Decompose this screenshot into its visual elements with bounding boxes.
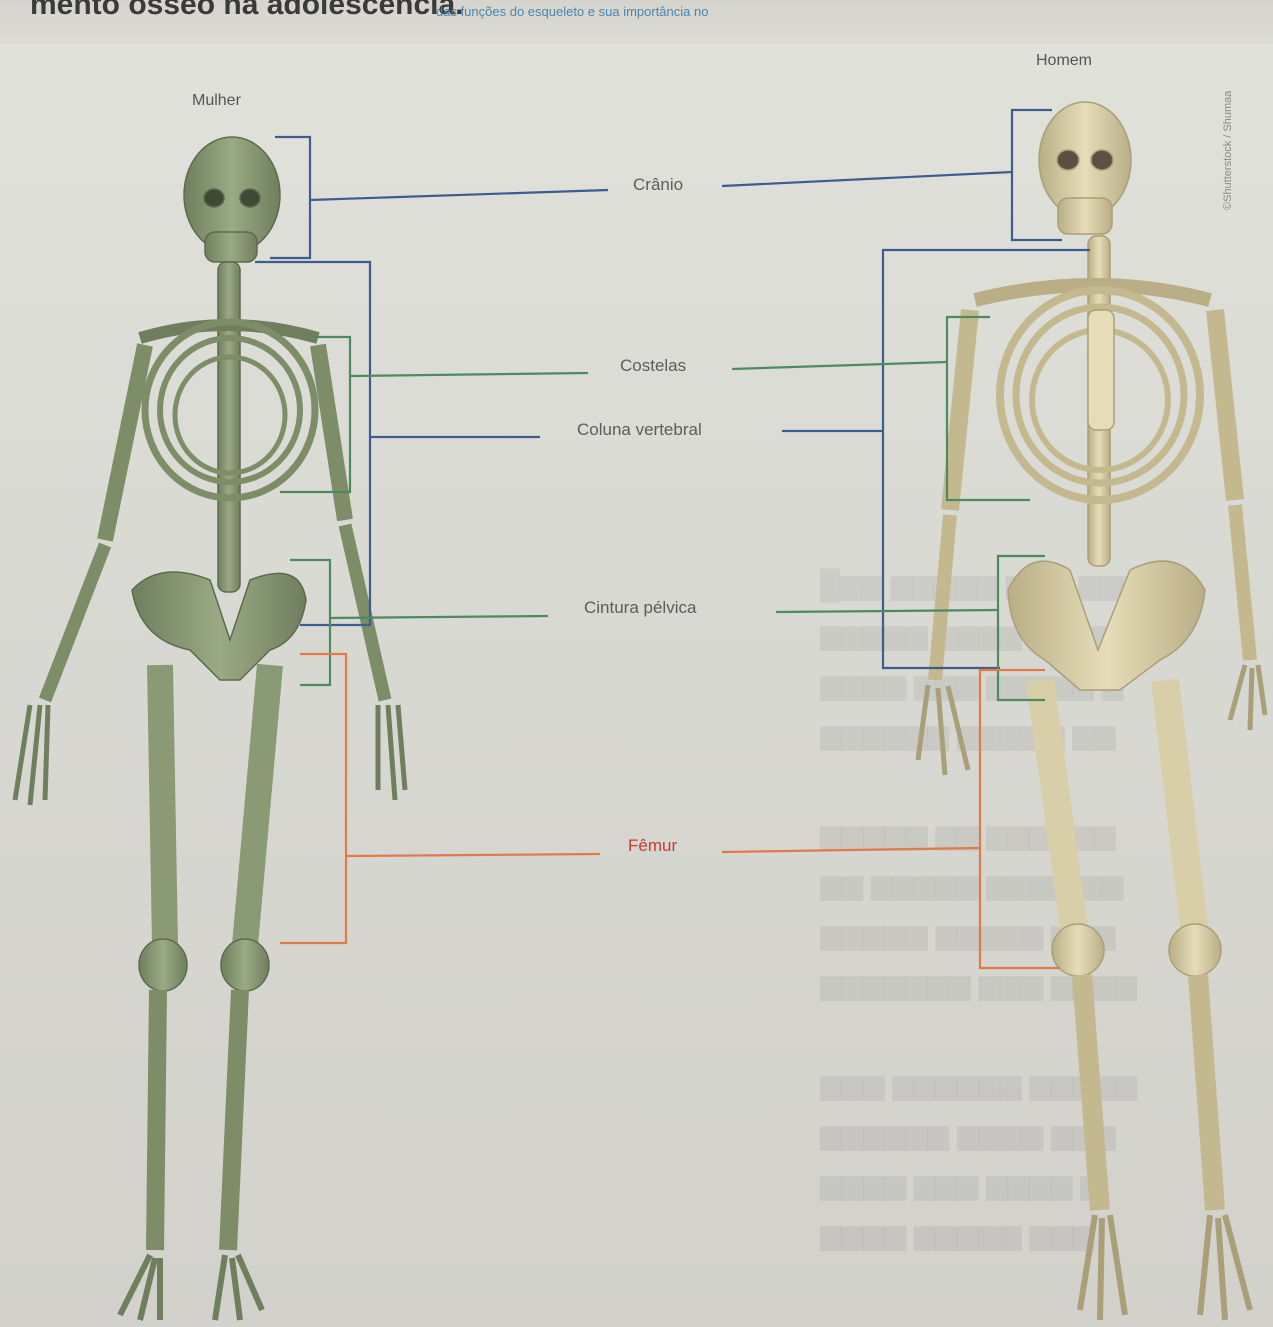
label-cintura-pelvica: Cintura pélvica bbox=[584, 598, 696, 618]
male-skeleton bbox=[918, 102, 1265, 1320]
label-coluna-vertebral: Coluna vertebral bbox=[577, 420, 702, 440]
label-femur: Fêmur bbox=[628, 836, 677, 856]
label-costelas: Costelas bbox=[620, 356, 686, 376]
label-cranio: Crânio bbox=[633, 175, 683, 195]
